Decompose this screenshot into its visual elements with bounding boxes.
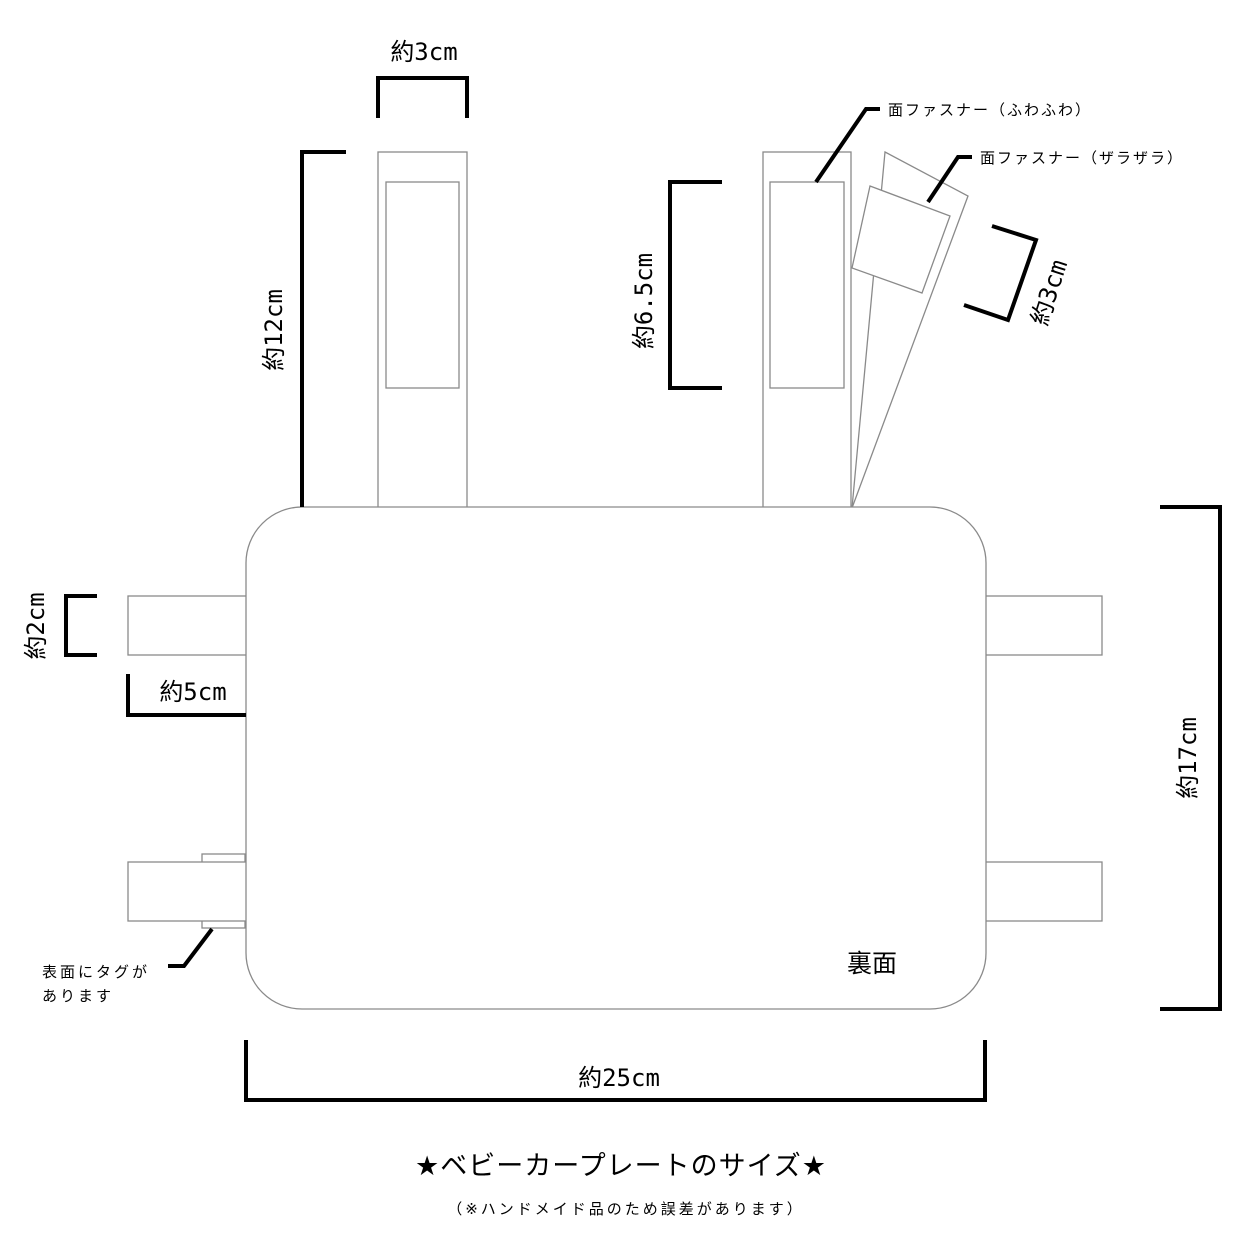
velcro-length-label: 約6.5cm <box>630 253 658 349</box>
velcro-rough-label: 面ファスナー（ザラザラ） <box>980 149 1184 167</box>
velcro-length-bracket <box>668 180 722 390</box>
plate-height-bracket <box>1160 505 1222 1011</box>
plate-body <box>245 506 987 1010</box>
plate-width-bracket <box>244 1040 987 1102</box>
top-left-strap <box>377 151 468 513</box>
top-left-strap-outline <box>377 151 468 513</box>
velcro-width-label: 約3cm <box>1026 256 1073 329</box>
velcro-rough-patch <box>851 185 951 294</box>
tag-leader <box>168 927 214 968</box>
back-side-label: 裏面 <box>847 949 897 978</box>
velcro-soft-leader <box>814 107 880 184</box>
velcro-soft-label: 面ファスナー（ふわふわ） <box>888 101 1092 119</box>
side-strap-right-top <box>984 595 1103 656</box>
strap-length-label: 約12cm <box>260 289 288 371</box>
side-strap-left-bottom <box>127 861 248 922</box>
side-strap-length-bracket <box>126 674 246 717</box>
diagram-title: ★ベビーカープレートのサイズ★ <box>415 1151 827 1182</box>
top-left-strap-velcro <box>385 181 460 389</box>
top-right-strap <box>762 151 852 513</box>
top-right-strap-outline <box>762 151 852 513</box>
side-strap-left-top <box>127 595 248 656</box>
plate-width-label: 約25cm <box>578 1064 660 1092</box>
plate-height-label: 約17cm <box>1174 717 1202 799</box>
side-strap-height-bracket <box>64 594 97 657</box>
velcro-soft-patch <box>769 181 845 389</box>
tab-width-label: 約3cm <box>390 38 457 66</box>
strap-length-bracket <box>300 150 346 507</box>
tab-width-bracket <box>376 76 469 118</box>
side-strap-length-label: 約5cm <box>159 678 226 706</box>
tag-note-line1: 表面にタグが <box>42 963 150 981</box>
tag-note-line2: あります <box>42 987 114 1005</box>
side-strap-right-bottom <box>984 861 1103 922</box>
velcro-rough-leader <box>926 155 972 204</box>
diagram-note: （※ハンドメイド品のため誤差があります） <box>447 1200 805 1218</box>
folded-flap <box>851 150 969 509</box>
side-strap-height-label: 約2cm <box>22 592 50 659</box>
velcro-width-bracket <box>963 224 1039 323</box>
